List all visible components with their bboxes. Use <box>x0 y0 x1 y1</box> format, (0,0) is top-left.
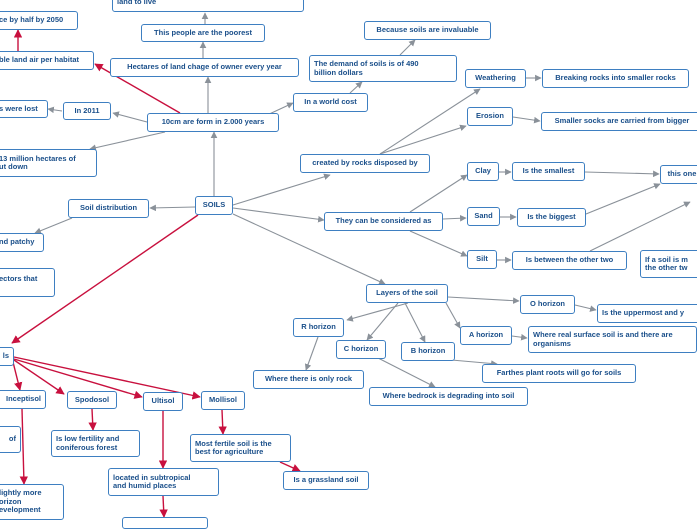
connector-34 <box>346 302 409 322</box>
connector-7 <box>89 131 166 151</box>
node-smaller-rocks[interactable]: Smaller socks are carried from bigger <box>541 112 697 131</box>
node-silt[interactable]: Silt <box>467 250 497 269</box>
connector-43 <box>13 358 143 399</box>
connector-26 <box>585 183 661 215</box>
connector-39 <box>375 356 436 388</box>
node-invaluable[interactable]: Because soils are invaluable <box>364 21 491 40</box>
node-breaking-rocks[interactable]: Breaking rocks into smaller rocks <box>542 69 689 88</box>
connector-24 <box>584 170 660 178</box>
node-patchy[interactable]: nd patchy <box>0 233 44 252</box>
node-plant-roots[interactable]: Farthes plant roots will go for soils <box>482 364 636 383</box>
node-subtropical[interactable]: located in subtropical and humid places <box>108 468 219 496</box>
connector-36 <box>366 302 399 341</box>
connector-31 <box>574 304 597 312</box>
node-most-fertile[interactable]: Most fertile soil is the best for agricu… <box>190 434 291 462</box>
node-mollisol[interactable]: Mollisol <box>201 391 245 410</box>
node-created-by-rocks[interactable]: created by rocks disposed by <box>300 154 430 173</box>
connector-13 <box>399 39 416 56</box>
node-b-horizon[interactable]: B horizon <box>401 342 455 361</box>
node-spodosol[interactable]: Spodosol <box>67 391 117 409</box>
node-sand[interactable]: Sand <box>467 207 500 226</box>
connector-5 <box>112 111 148 123</box>
connector-29 <box>232 213 386 285</box>
node-erosion[interactable]: Erosion <box>467 107 513 126</box>
connector-19 <box>232 207 325 223</box>
connector-3 <box>94 63 181 114</box>
node-hectares-change[interactable]: Hectares of land chage of owner every ye… <box>110 58 299 77</box>
node-soil-distribution[interactable]: Soil distribution <box>68 199 149 218</box>
node-soil-types[interactable]: ls <box>0 347 14 366</box>
node-bedrock[interactable]: Where bedrock is degrading into soil <box>369 387 528 406</box>
node-layers[interactable]: Layers of the soil <box>366 284 448 303</box>
connector-45 <box>19 408 28 485</box>
node-soils[interactable]: SOILS <box>195 196 233 215</box>
node-between[interactable]: Is between the other two <box>512 251 627 270</box>
node-r-horizon[interactable]: R horizon <box>293 318 344 337</box>
connector-50 <box>279 461 301 472</box>
node-o-horizon[interactable]: O horizon <box>520 295 575 314</box>
node-clay[interactable]: Clay <box>467 162 499 181</box>
node-uppermost[interactable]: Is the uppermost and y <box>597 304 697 323</box>
node-slightly-more[interactable]: lightly more orizon evelopment <box>0 484 64 520</box>
node-were-lost[interactable]: s were lost <box>0 100 48 118</box>
connector-37 <box>404 302 426 343</box>
connector-48 <box>159 495 168 518</box>
node-c-horizon[interactable]: C horizon <box>336 340 386 359</box>
connector-44 <box>13 356 201 400</box>
connector-28 <box>589 201 691 252</box>
connector-21 <box>442 214 467 222</box>
connector-6 <box>47 106 63 114</box>
node-inceptisol[interactable]: Inceptisol <box>0 390 46 409</box>
node-factors[interactable]: ectors that <box>0 268 55 297</box>
connector-12 <box>349 81 363 94</box>
connector-22 <box>409 230 468 257</box>
node-in-2011[interactable]: In 2011 <box>63 102 111 120</box>
node-form-10cm[interactable]: 10cm are form in 2.000 years <box>147 113 279 132</box>
connector-10 <box>34 217 73 234</box>
connector-15 <box>379 88 481 155</box>
connector-16 <box>379 124 467 155</box>
node-weathering[interactable]: Weathering <box>465 69 526 88</box>
connector-14 <box>232 173 331 206</box>
node-biggest[interactable]: Is the biggest <box>517 208 586 227</box>
connector-32 <box>445 302 461 329</box>
connector-40 <box>11 214 199 344</box>
connector-30 <box>447 296 520 304</box>
connector-49 <box>218 409 227 435</box>
node-considered-as[interactable]: They can be considered as <box>324 212 443 231</box>
node-of[interactable]: of <box>0 426 21 453</box>
node-bottom-stub[interactable] <box>122 517 208 529</box>
connector-9 <box>149 204 196 212</box>
node-land-to-live[interactable]: land to live <box>112 0 304 12</box>
node-in-world-cost[interactable]: In a world cost <box>293 93 368 112</box>
node-demand[interactable]: The demand of soils is of 490 billion do… <box>309 55 457 82</box>
node-ultisol[interactable]: Ultisol <box>143 392 183 411</box>
node-low-fertility[interactable]: Is low fertility and coniferous forest <box>51 430 140 457</box>
node-smallest[interactable]: Is the smallest <box>512 162 585 181</box>
node-real-surface[interactable]: Where real surface soil is and there are… <box>528 326 697 353</box>
node-a-horizon[interactable]: A horizon <box>460 326 512 345</box>
node-million-hectares[interactable]: 13 million hectares of ut down <box>0 149 97 177</box>
node-land-air[interactable]: ble land air per habitat <box>0 51 94 70</box>
connector-33 <box>511 333 528 341</box>
node-this-one[interactable]: this one <box>660 165 697 184</box>
connector-46 <box>88 408 97 431</box>
connector-42 <box>13 359 65 395</box>
connector-35 <box>304 336 319 371</box>
connector-18 <box>512 116 541 124</box>
node-if-soil[interactable]: If a soil is m the other tw <box>640 250 697 278</box>
node-grassland[interactable]: Is a grassland soil <box>283 471 369 490</box>
node-half-2050[interactable]: ce by half by 2050 <box>0 11 78 30</box>
node-only-rock[interactable]: Where there is only rock <box>253 370 364 389</box>
node-poorest[interactable]: This people are the poorest <box>141 24 265 42</box>
connector-20 <box>409 174 468 213</box>
